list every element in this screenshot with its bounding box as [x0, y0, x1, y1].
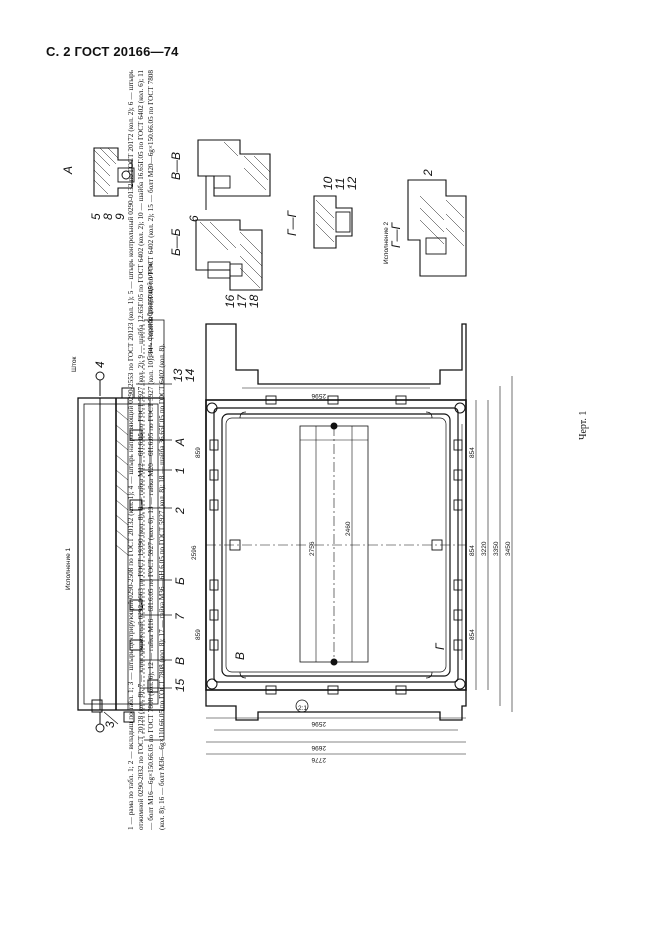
callout-10: 10	[321, 176, 335, 190]
dim-854-c: 854	[469, 629, 476, 640]
callout-7: 7	[173, 612, 187, 620]
detail-bb	[195, 219, 263, 291]
dim-3220: 3220	[481, 541, 488, 556]
callout-8: 8	[101, 213, 115, 220]
callout-3: 3	[103, 721, 117, 728]
dim-2756: 2756	[309, 541, 316, 556]
detail-gg2-title: Г—Г	[389, 221, 403, 248]
mark-v: В	[173, 657, 187, 665]
dim-854-a: 854	[469, 447, 476, 458]
view-label-shtok: Шток	[71, 357, 78, 372]
detail-gg	[313, 195, 353, 249]
callout-2-detail: 2	[421, 169, 435, 177]
detail-gg-title: Г—Г	[285, 209, 299, 236]
view-label-granitsa: Грань формообразующей плиты	[146, 261, 154, 360]
detail-a-title: А	[61, 166, 75, 175]
dim-2596-side: 2596	[191, 545, 198, 560]
plan-dimensions	[206, 376, 513, 755]
view-label-ispolnenie2: Исполнение 2	[383, 221, 390, 264]
dim-854-b: 854	[469, 545, 476, 556]
callout-6: 6	[187, 215, 201, 222]
dim-3350: 3350	[493, 541, 500, 556]
detail-vv-title: В—В	[169, 152, 183, 180]
dim-2596-bottom: 2596	[311, 720, 326, 727]
callout-9: 9	[113, 213, 127, 220]
dim-2596-top: 2596	[311, 392, 326, 399]
callout-16: 16	[223, 294, 237, 308]
mark-a: А	[173, 438, 187, 447]
mark-b: Б	[173, 577, 187, 585]
dim-scale: 2:1	[298, 705, 307, 712]
plan-mark-g: Г	[433, 642, 447, 650]
detail-gg2	[407, 179, 467, 277]
figure-caption: 1 — рама по табл. 1; 2 — вкладыш по табл…	[127, 70, 166, 830]
plan-dimension-values: 2596 2696 2776 2596 2756 2460 2596 3220 …	[191, 392, 512, 763]
callout-15: 15	[173, 678, 187, 692]
callout-13: 13	[171, 368, 185, 382]
view-label-ispolnenie1: Исполнение 1	[65, 547, 72, 590]
callout-11: 11	[333, 178, 347, 190]
dim-859-b: 859	[195, 629, 202, 640]
callout-17: 17	[235, 293, 249, 308]
side-view	[77, 319, 165, 741]
callout-2: 2	[173, 507, 187, 515]
plan-mark-v: В	[233, 652, 247, 660]
callout-1: 1	[173, 467, 187, 474]
callout-4: 4	[93, 361, 107, 368]
figure-number: Черт. 1	[578, 410, 589, 440]
dim-3450: 3450	[505, 541, 512, 556]
callout-14: 14	[183, 368, 197, 382]
detail-bb-title: Б—Б	[169, 228, 183, 256]
callout-18: 18	[247, 294, 261, 308]
dim-2776: 2776	[311, 756, 326, 763]
dim-2696: 2696	[311, 744, 326, 751]
callout-12: 12	[345, 176, 359, 190]
callout-5: 5	[89, 213, 103, 220]
dim-859-a: 859	[195, 447, 202, 458]
detail-vv	[197, 139, 271, 210]
plan-view	[205, 323, 467, 721]
side-view-callouts: 4 13 14 А 1 2 Б 7 В 15 3	[93, 361, 197, 728]
page-header: С. 2 ГОСТ 20166—74	[46, 44, 179, 59]
dim-2460: 2460	[345, 521, 352, 536]
detail-a	[93, 147, 135, 197]
